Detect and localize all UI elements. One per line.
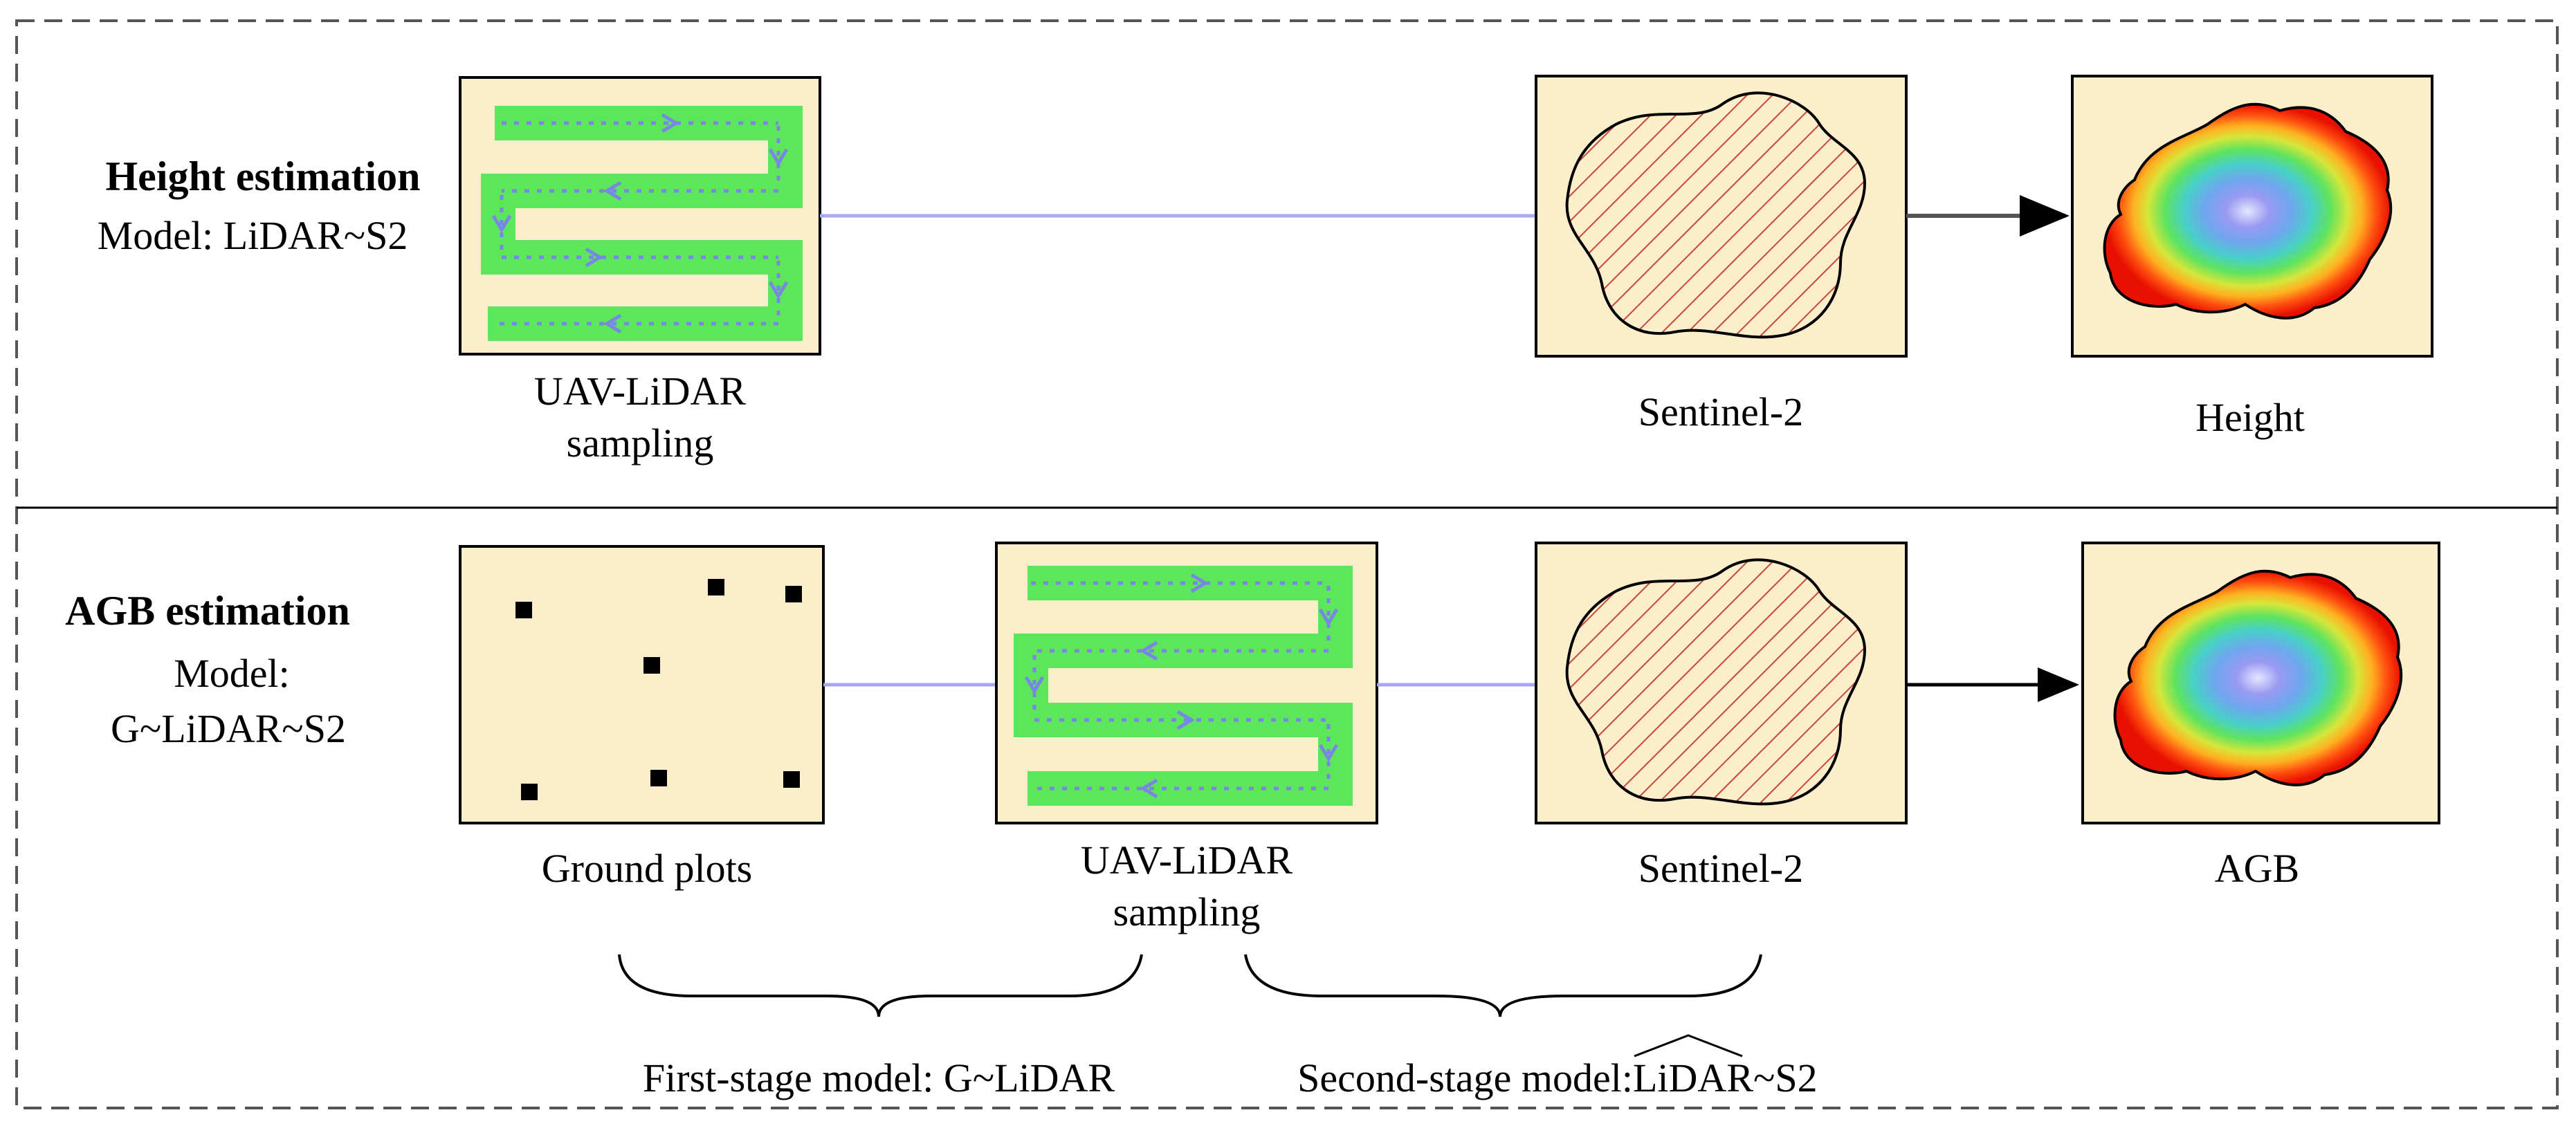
agb-model-label-line2: G~LiDAR~S2: [111, 706, 346, 751]
plot-marker: [783, 771, 800, 788]
brace-first-stage: [618, 954, 1143, 1017]
sentinel-panel-height: [1535, 75, 1908, 358]
ground-plots-panel: [459, 545, 825, 824]
brace-second-stage: [1244, 954, 1762, 1017]
uav-label-line1-height: UAV-LiDAR: [534, 369, 746, 414]
uav-lidar-panel-agb: [995, 542, 1378, 824]
height-map-icon: [2103, 102, 2393, 320]
agb-output-panel: [2081, 542, 2440, 824]
plot-marker: [515, 602, 532, 618]
plot-marker: [650, 770, 667, 786]
uav-lidar-panel-height: [459, 76, 821, 356]
height-model-label: Model: LiDAR~S2: [98, 213, 408, 258]
agb-model-label-line1: Model:: [174, 651, 290, 696]
outer-frame: [15, 19, 2559, 1109]
hatched-region-icon: [1565, 91, 1867, 339]
flight-path-icon: [481, 106, 803, 341]
sentinel-label-height: Sentinel-2: [1638, 389, 1803, 434]
first-stage-model-label: First-stage model: G~LiDAR: [643, 1055, 1115, 1100]
plot-marker: [643, 657, 660, 674]
ground-plots-label: Ground plots: [542, 846, 753, 891]
agb-section-title: AGB estimation: [65, 588, 350, 634]
second-stage-model-name: LiDAR~S2: [1633, 1055, 1818, 1100]
plot-marker: [521, 784, 538, 800]
plot-marker: [708, 579, 724, 596]
second-stage-model-prefix: Second-stage model:: [1297, 1055, 1633, 1100]
agb-output-label: AGB: [2215, 846, 2299, 891]
uav-label-line2-height: sampling: [567, 421, 714, 465]
uav-label-line2-agb: sampling: [1113, 889, 1261, 934]
height-section-title: Height estimation: [106, 154, 421, 199]
height-output-label: Height: [2195, 395, 2305, 440]
hat-accent-icon: [1634, 1034, 1743, 1058]
uav-label-line1-agb: UAV-LiDAR: [1081, 838, 1292, 883]
flight-path-icon: [1014, 566, 1353, 806]
height-output-panel: [2071, 75, 2433, 358]
sentinel-panel-agb: [1535, 542, 1908, 824]
sentinel-label-agb: Sentinel-2: [1638, 846, 1803, 891]
plot-marker: [785, 586, 802, 602]
agb-map-icon: [2113, 569, 2403, 786]
hatched-region-icon: [1565, 558, 1867, 806]
